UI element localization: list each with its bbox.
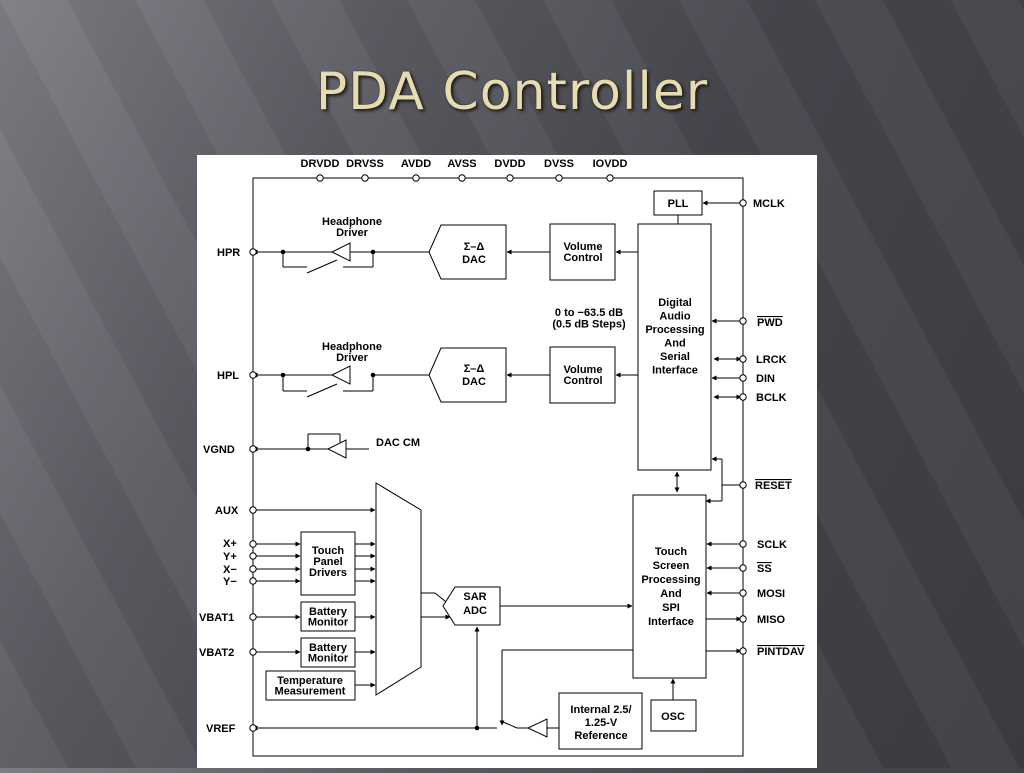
block-diagram-svg: DRVDD DRVSS AVDD AVSS DVDD DVSS IOVDD: [199, 158, 805, 757]
volume-control-top-block: [549, 223, 616, 281]
vref-switch: [502, 721, 518, 729]
supply-pin-label-avss: AVSS: [447, 158, 476, 170]
pin-miso-label: MISO: [757, 614, 786, 626]
analog-mux: [375, 482, 422, 696]
pin-xm-label: X−: [223, 564, 237, 576]
hpl-driver-amp: [330, 365, 351, 385]
pin-din-label: DIN: [756, 373, 775, 385]
supply-pin-iovdd: [606, 174, 614, 182]
pin-mosi-label: MOSI: [757, 588, 785, 600]
pin-vbat2-label: VBAT2: [199, 647, 234, 659]
pin-mclk-label: MCLK: [753, 198, 785, 210]
pin-sclk-label: SCLK: [757, 539, 787, 551]
supply-pin-label-avdd: AVDD: [401, 158, 431, 170]
dac-top-block: [428, 224, 507, 280]
osc-label: OSC: [661, 711, 685, 723]
battery-monitor-1-block: [300, 601, 356, 632]
pin-vref-label: VREF: [206, 723, 236, 735]
pin-aux-label: AUX: [215, 505, 239, 517]
dac-cm-amp: [326, 439, 347, 459]
touch-screen-block: [632, 494, 707, 679]
pin-vbat1-label: VBAT1: [199, 612, 234, 624]
supply-pin-avdd: [412, 174, 420, 182]
supply-pin-label-drvss: DRVSS: [346, 158, 384, 170]
block-diagram: DRVDD DRVSS AVDD AVSS DVDD DVSS IOVDD: [197, 155, 817, 768]
battery-monitor-2-block: [300, 637, 356, 668]
pin-bclk-label: BCLK: [756, 392, 787, 404]
supply-pin-drvss: [361, 174, 369, 182]
reference-buffer-amp: [526, 718, 548, 738]
hpr-bypass-switch: [306, 259, 338, 274]
reference-block: [558, 692, 643, 750]
pin-hpr-label: HPR: [217, 247, 240, 259]
supply-pin-group: DRVDD DRVSS AVDD AVSS DVDD DVSS IOVDD: [301, 158, 628, 182]
pin-ss-label: SS: [757, 563, 772, 575]
supply-pin-avss: [458, 174, 466, 182]
gain-range-note: 0 to −63.5 dB(0.5 dB Steps): [552, 307, 626, 331]
pin-vgnd-label: VGND: [203, 444, 235, 456]
pin-ym-label: Y−: [223, 576, 237, 588]
supply-pin-dvdd: [506, 174, 514, 182]
junction-dots: [280, 249, 480, 731]
pll-label: PLL: [668, 198, 689, 210]
pin-lrck-label: LRCK: [756, 354, 787, 366]
pin-pwd-label: PWD: [757, 317, 783, 329]
pin-circles: [249, 199, 747, 732]
pin-yp-label: Y+: [223, 551, 237, 563]
supply-pin-label-dvdd: DVDD: [494, 158, 525, 170]
pll-block: [653, 190, 703, 216]
supply-pin-label-iovdd: IOVDD: [593, 158, 628, 170]
digital-audio-block: [637, 223, 712, 471]
hpr-driver-amp: [330, 242, 351, 262]
pin-xp-label: X+: [223, 538, 237, 550]
supply-pin-dvss: [555, 174, 563, 182]
slide-title: PDA Controller: [315, 62, 709, 122]
chip-outline: [252, 177, 744, 757]
dac-bottom-block: [428, 347, 507, 403]
touch-panel-drivers-block: [300, 531, 356, 596]
pin-reset-label: RESET: [755, 480, 792, 492]
pin-pintdav-label: PINTDAV: [757, 646, 805, 658]
dac-cm-label: DAC CM: [376, 437, 420, 449]
supply-pin-label-drvdd: DRVDD: [301, 158, 340, 170]
sar-adc-block: [442, 586, 501, 626]
supply-pin-drvdd: [316, 174, 324, 182]
supply-pin-label-dvss: DVSS: [544, 158, 574, 170]
pin-hpl-label: HPL: [217, 370, 239, 382]
hpl-bypass-switch: [306, 383, 338, 398]
